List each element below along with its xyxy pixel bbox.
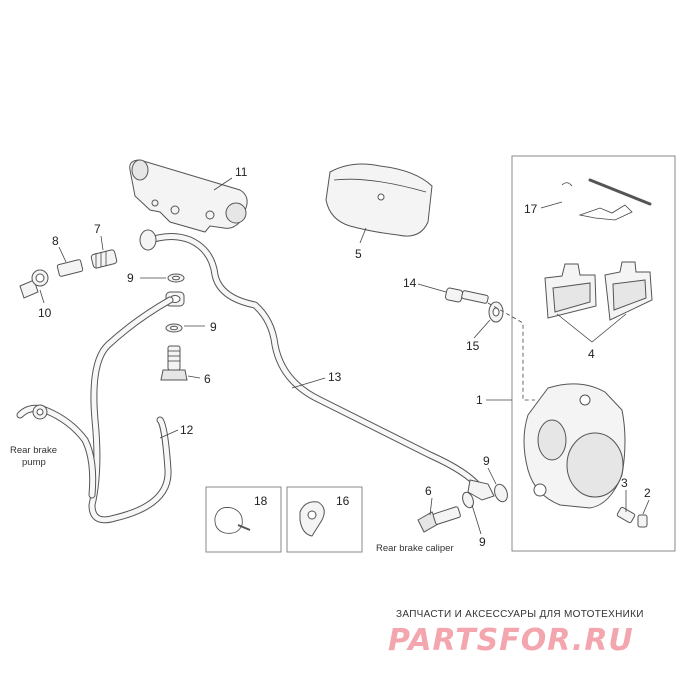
label-12: 12 <box>180 423 194 437</box>
label-14: 14 <box>403 276 417 290</box>
label-11: 11 <box>235 165 248 179</box>
label-7: 7 <box>94 222 101 236</box>
label-17: 17 <box>524 202 538 216</box>
part-10-hose-fitting[interactable] <box>19 269 49 299</box>
part-9-washer-right-low[interactable] <box>461 491 476 509</box>
part-9-washer-mid[interactable] <box>165 323 183 333</box>
watermark-logo: PARTSFOR.RU <box>388 623 634 658</box>
caption-rear-brake-pump-1: Rear brake <box>10 445 57 456</box>
label-4: 4 <box>588 347 595 361</box>
part-5-cover[interactable] <box>325 163 433 237</box>
part-9-washer-top[interactable] <box>167 273 185 283</box>
label-9-mid: 9 <box>210 320 217 334</box>
part-18-box[interactable] <box>205 486 282 553</box>
label-15: 15 <box>466 339 480 353</box>
label-18: 18 <box>254 494 268 508</box>
label-6-left: 6 <box>204 372 211 386</box>
label-1: 1 <box>476 393 483 407</box>
watermark-tagline: ЗАПЧАСТИ И АКСЕССУАРЫ ДЛЯ МОТОТЕХНИКИ <box>396 609 644 620</box>
label-9-right-high: 9 <box>483 454 490 468</box>
label-9-top: 9 <box>127 271 134 285</box>
label-9-right-low: 9 <box>479 535 486 549</box>
part-6-bolt-left[interactable] <box>160 345 188 381</box>
label-2: 2 <box>644 486 651 500</box>
label-10: 10 <box>38 306 52 320</box>
part-3-bleed-screw[interactable] <box>616 506 636 524</box>
part-2-bleed-cap[interactable] <box>637 514 648 528</box>
part-9-washer-right-high[interactable] <box>492 482 509 503</box>
label-6-right: 6 <box>425 484 432 498</box>
part-14-pin-bolt[interactable] <box>444 287 489 304</box>
part-1-caliper[interactable] <box>523 383 626 509</box>
label-8: 8 <box>52 234 59 248</box>
part-4-brake-pads[interactable] <box>544 261 653 321</box>
part-11-master-cylinder[interactable] <box>129 159 248 233</box>
caption-rear-brake-caliper: Rear brake caliper <box>376 543 454 554</box>
label-13: 13 <box>328 370 342 384</box>
leader-lines <box>39 177 650 535</box>
part-12-hose[interactable] <box>16 296 174 524</box>
label-3: 3 <box>621 476 628 490</box>
caption-rear-brake-pump-2: pump <box>22 457 46 468</box>
part-7-fitting[interactable] <box>90 249 118 269</box>
part-8-banjo-bolt[interactable] <box>56 259 84 277</box>
part-17-pin-kit[interactable] <box>511 155 676 552</box>
part-16-box[interactable] <box>286 486 363 553</box>
part-13-hose[interactable] <box>139 229 495 501</box>
label-5: 5 <box>355 247 362 261</box>
label-16: 16 <box>336 494 350 508</box>
part-6-bolt-right[interactable] <box>417 506 461 533</box>
